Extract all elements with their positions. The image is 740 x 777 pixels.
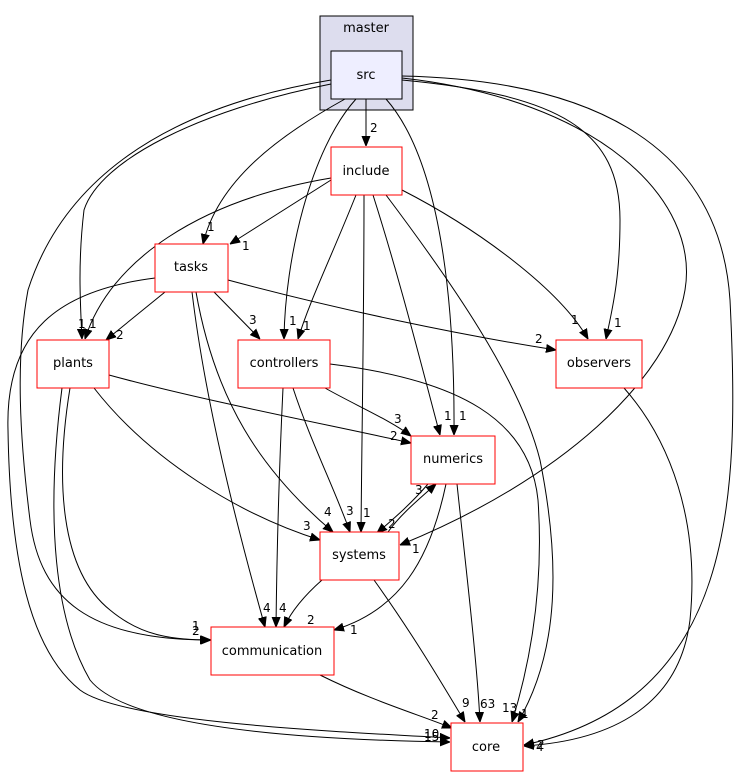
edge-label: 3	[346, 504, 354, 518]
node-tasks-label: tasks	[174, 260, 208, 275]
node-numerics-label: numerics	[423, 452, 483, 467]
edge-plants-core[interactable]	[53, 387, 450, 742]
edge-numerics-communication[interactable]	[334, 483, 447, 630]
node-include[interactable]: include	[330, 146, 403, 196]
node-observers[interactable]: observers	[555, 339, 643, 389]
edge-label: 1	[459, 409, 467, 423]
edge-src-systems[interactable]	[400, 77, 687, 545]
edge-src-communication[interactable]	[19, 79, 332, 640]
edge-src-observers[interactable]	[401, 79, 621, 339]
edge-controllers-systems[interactable]	[292, 387, 350, 532]
edge-label: 2	[431, 708, 439, 722]
edge-src-tasks[interactable]	[203, 98, 346, 244]
edge-label: 1	[571, 313, 579, 327]
edge-label: 1	[521, 707, 529, 721]
edges	[7, 75, 734, 746]
edge-label: 4	[324, 505, 332, 519]
node-core[interactable]: core	[450, 722, 524, 772]
edge-label: 1	[363, 506, 371, 520]
edge-numerics-systems[interactable]	[377, 483, 429, 533]
edge-include-controllers[interactable]	[298, 194, 357, 339]
edge-label: 63	[480, 697, 495, 711]
edge-src-numerics[interactable]	[385, 98, 454, 435]
edge-label: 3	[249, 313, 257, 327]
edge-include-core[interactable]	[385, 194, 554, 722]
edge-tasks-systems[interactable]	[195, 291, 333, 532]
edge-controllers-numerics[interactable]	[324, 387, 411, 436]
edge-label: 9	[462, 696, 470, 710]
edge-label: 1	[78, 317, 86, 331]
edge-controllers-core[interactable]	[329, 363, 540, 722]
edge-label: 1	[303, 319, 311, 333]
node-observers-label: observers	[567, 356, 631, 371]
edge-tasks-plants[interactable]	[106, 291, 166, 340]
edge-label: 1	[444, 409, 452, 423]
edge-src-plants[interactable]	[80, 83, 332, 339]
node-plants[interactable]: plants	[36, 339, 110, 389]
edge-label: 2	[192, 624, 200, 638]
node-numerics[interactable]: numerics	[410, 435, 496, 485]
node-plants-label: plants	[53, 356, 93, 371]
node-src-label: src	[357, 68, 376, 83]
edge-label: 1	[89, 317, 97, 331]
node-src[interactable]: src	[330, 50, 403, 100]
edge-tasks-core[interactable]	[7, 277, 450, 738]
edge-include-plants[interactable]	[85, 177, 332, 339]
edge-plants-communication[interactable]	[62, 387, 211, 640]
edge-label: 2	[537, 738, 545, 752]
edge-label: 4	[263, 601, 271, 615]
edge-label: 1	[192, 619, 200, 633]
node-communication[interactable]: communication	[210, 626, 335, 676]
node-core-label: core	[472, 740, 500, 755]
edge-label: 2	[388, 517, 396, 531]
edge-label: 1	[207, 220, 215, 234]
edge-label: 1	[350, 623, 358, 637]
edge-label: 2	[116, 328, 124, 342]
edge-numerics-core[interactable]	[456, 483, 480, 722]
node-controllers-label: controllers	[250, 356, 319, 371]
edge-systems-numerics[interactable]	[387, 484, 436, 533]
edge-label: 1	[614, 316, 622, 330]
edge-src-controllers[interactable]	[284, 98, 357, 339]
edge-include-tasks[interactable]	[230, 179, 332, 244]
edge-plants-systems[interactable]	[93, 387, 320, 540]
node-tasks[interactable]: tasks	[154, 243, 229, 293]
edge-label: 2	[390, 429, 398, 443]
node-systems-label: systems	[332, 548, 386, 563]
edge-include-systems[interactable]	[361, 194, 364, 532]
edge-labels: 2 1 1 1 1 1 1 1 4 1 1 1 1 1 1 1 2 3 2 4 …	[78, 121, 622, 754]
edge-label: 2	[535, 332, 543, 346]
node-systems[interactable]: systems	[319, 531, 400, 581]
edge-label: 3	[303, 519, 311, 533]
edge-label: 1	[242, 239, 250, 253]
edge-label: 3	[415, 483, 423, 497]
node-controllers[interactable]: controllers	[237, 339, 331, 389]
edge-tasks-communication[interactable]	[191, 291, 265, 627]
edge-label: 4	[279, 601, 287, 615]
edge-tasks-controllers[interactable]	[213, 291, 260, 339]
edge-systems-core[interactable]	[373, 579, 465, 722]
edge-communication-core[interactable]	[319, 674, 452, 728]
edge-plants-numerics[interactable]	[108, 374, 411, 443]
edge-label: 15	[424, 730, 439, 744]
edge-label: 2	[307, 613, 315, 627]
edge-systems-communication[interactable]	[284, 579, 323, 627]
edge-tasks-observers[interactable]	[227, 279, 556, 350]
edge-include-observers[interactable]	[401, 189, 588, 339]
edge-controllers-communication[interactable]	[276, 387, 284, 627]
node-communication-label: communication	[222, 644, 323, 659]
edge-label: 10	[424, 727, 439, 741]
edge-include-numerics[interactable]	[372, 194, 440, 435]
edge-src-core[interactable]	[401, 75, 734, 745]
edge-label: 1	[289, 314, 297, 328]
cluster-label: master	[343, 21, 389, 36]
node-include-label: include	[342, 164, 389, 179]
edge-label: 1	[412, 542, 420, 556]
edge-label: 3	[394, 412, 402, 426]
edge-label: 4	[536, 740, 544, 754]
edge-label: 13	[502, 701, 517, 715]
edge-observers-core[interactable]	[524, 387, 693, 746]
edge-label: 2	[370, 121, 378, 135]
